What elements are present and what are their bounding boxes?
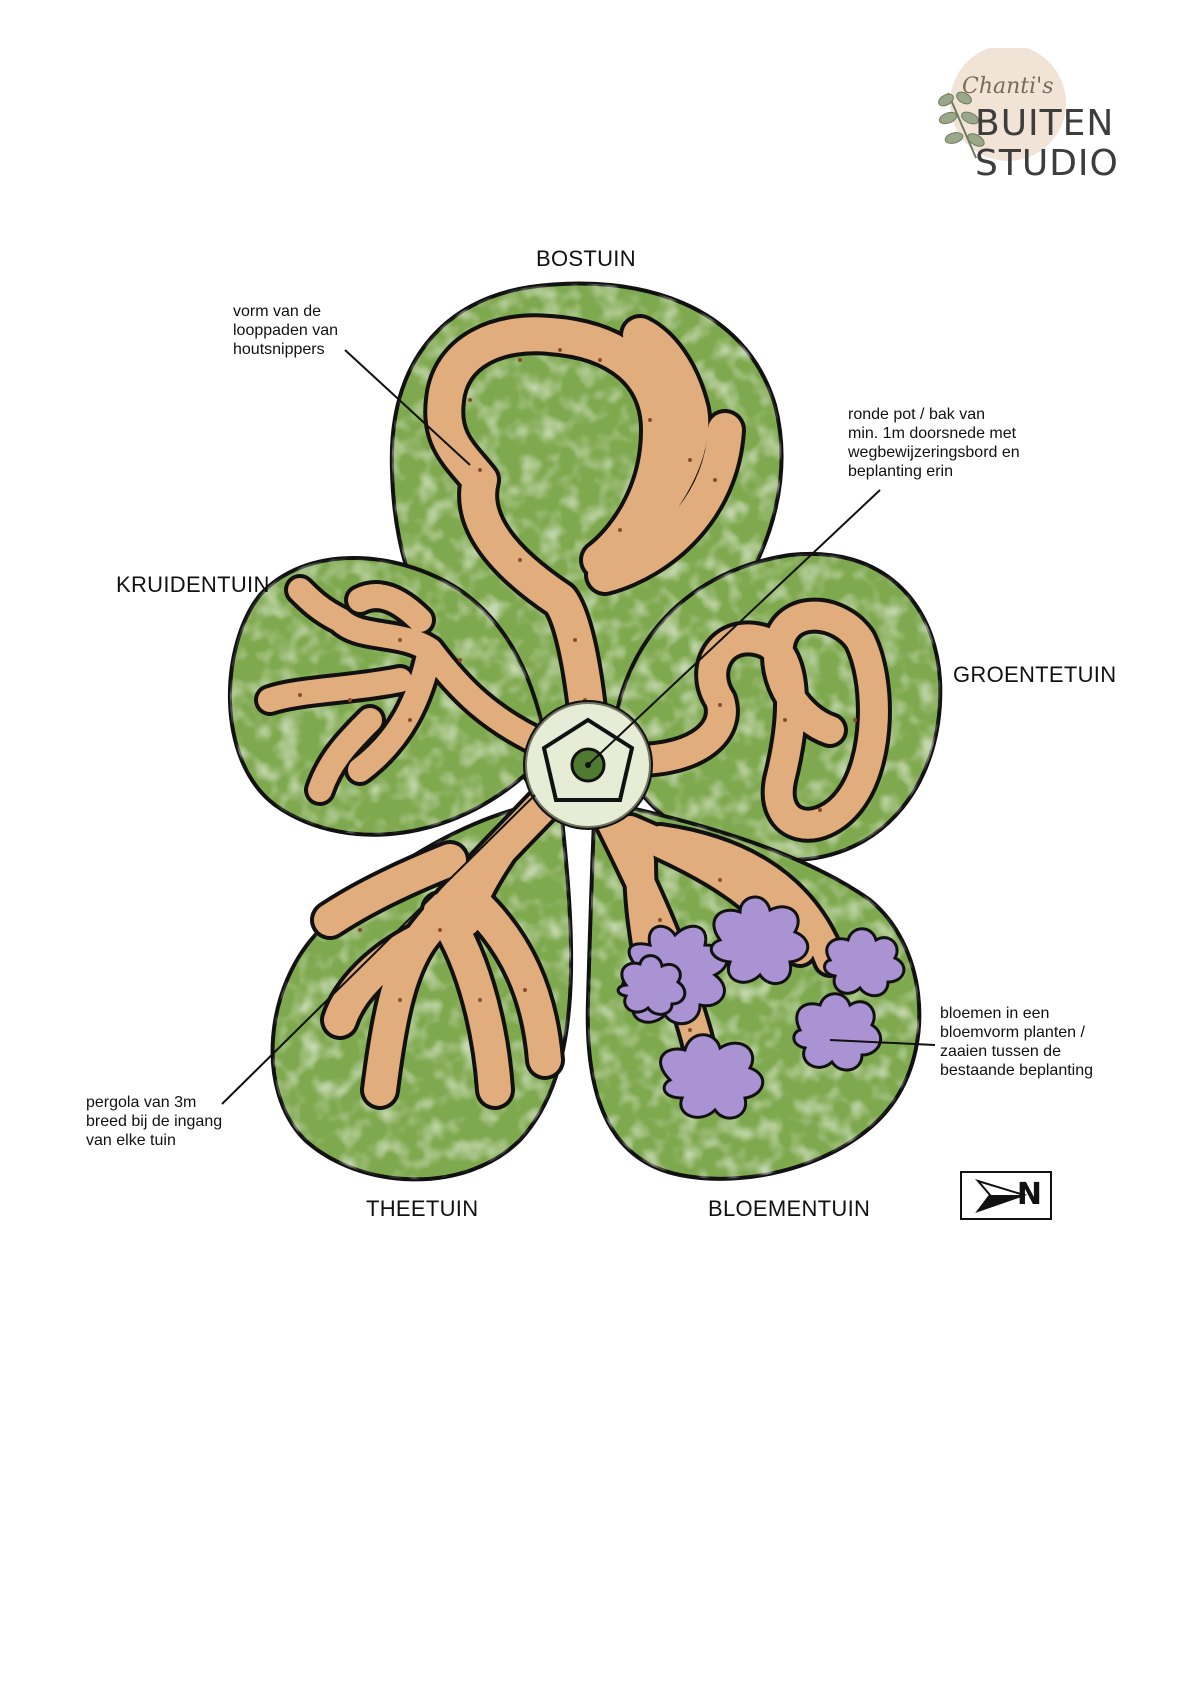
leader-flowers (829, 1039, 936, 1046)
zone-label-groentetuin: GROENTETUIN (953, 662, 1117, 687)
north-arrow: N (960, 1171, 1052, 1220)
leader-pergola (221, 794, 536, 1105)
note-flowers: bloemen in een bloemvorm planten / zaaie… (940, 1004, 1093, 1080)
pentagon-path (541, 717, 635, 802)
path-groentetuin (617, 597, 892, 843)
north-arrow-icon (975, 1179, 1028, 1214)
zone-label-bostuin: BOSTUIN (536, 246, 636, 271)
studio-logo (918, 45, 1118, 188)
flower-bed-3 (659, 1033, 764, 1120)
zone-label-kruidentuin: KRUIDENTUIN (116, 572, 270, 597)
note-line: looppaden van (233, 322, 338, 339)
note-line: bestaande beplanting (940, 1062, 1094, 1079)
note-line: van elke tuin (86, 1132, 176, 1149)
leader-paths (344, 349, 471, 466)
path-theetuin (310, 780, 568, 1110)
logo-word-studio: STUDIO (975, 143, 1119, 184)
note-line: zaaien tussen de (940, 1043, 1061, 1060)
north-letter: N (1016, 1177, 1042, 1212)
note-line: pergola van 3m (86, 1094, 197, 1111)
flower-bed-2 (709, 895, 809, 985)
logo-script-text: Chanti's (962, 74, 1054, 99)
logo-word-buiten: BUITEN (975, 103, 1115, 144)
flower-bed-5 (823, 927, 906, 998)
note-line: min. 1m doorsnede met (848, 425, 1017, 442)
leader-pot (587, 489, 881, 766)
note-line: breed bij de ingang (86, 1113, 223, 1130)
note-pergola: pergola van 3m breed bij de ingang van e… (86, 1093, 222, 1150)
logo-emblem (938, 45, 1066, 161)
leaf-branch-icon (938, 91, 985, 159)
path-kruidentuin (254, 574, 561, 806)
note-paths: vorm van de looppaden van houtsnippers (233, 302, 338, 359)
flower-bed-6 (616, 954, 687, 1016)
note-line: houtsnippers (233, 341, 325, 358)
leader-lines (221, 349, 936, 1105)
note-pot: ronde pot / bak van min. 1m doorsnede me… (848, 405, 1020, 481)
flower-bed-4 (792, 992, 883, 1072)
zone-label-bloementuin: BLOEMENTUIN (708, 1196, 871, 1221)
path-bostuin (423, 313, 746, 761)
flower-beds (616, 895, 906, 1120)
zone-label-theetuin: THEETUIN (366, 1196, 479, 1221)
note-line: wegbewijzeringsbord en (848, 444, 1020, 461)
woodchip-dots (298, 348, 857, 1032)
note-line: vorm van de (233, 303, 322, 320)
note-line: beplanting erin (848, 463, 953, 480)
note-line: ronde pot / bak van (848, 406, 985, 423)
note-line: bloemen in een (940, 1005, 1050, 1022)
note-line: bloemvorm planten / (940, 1024, 1085, 1041)
